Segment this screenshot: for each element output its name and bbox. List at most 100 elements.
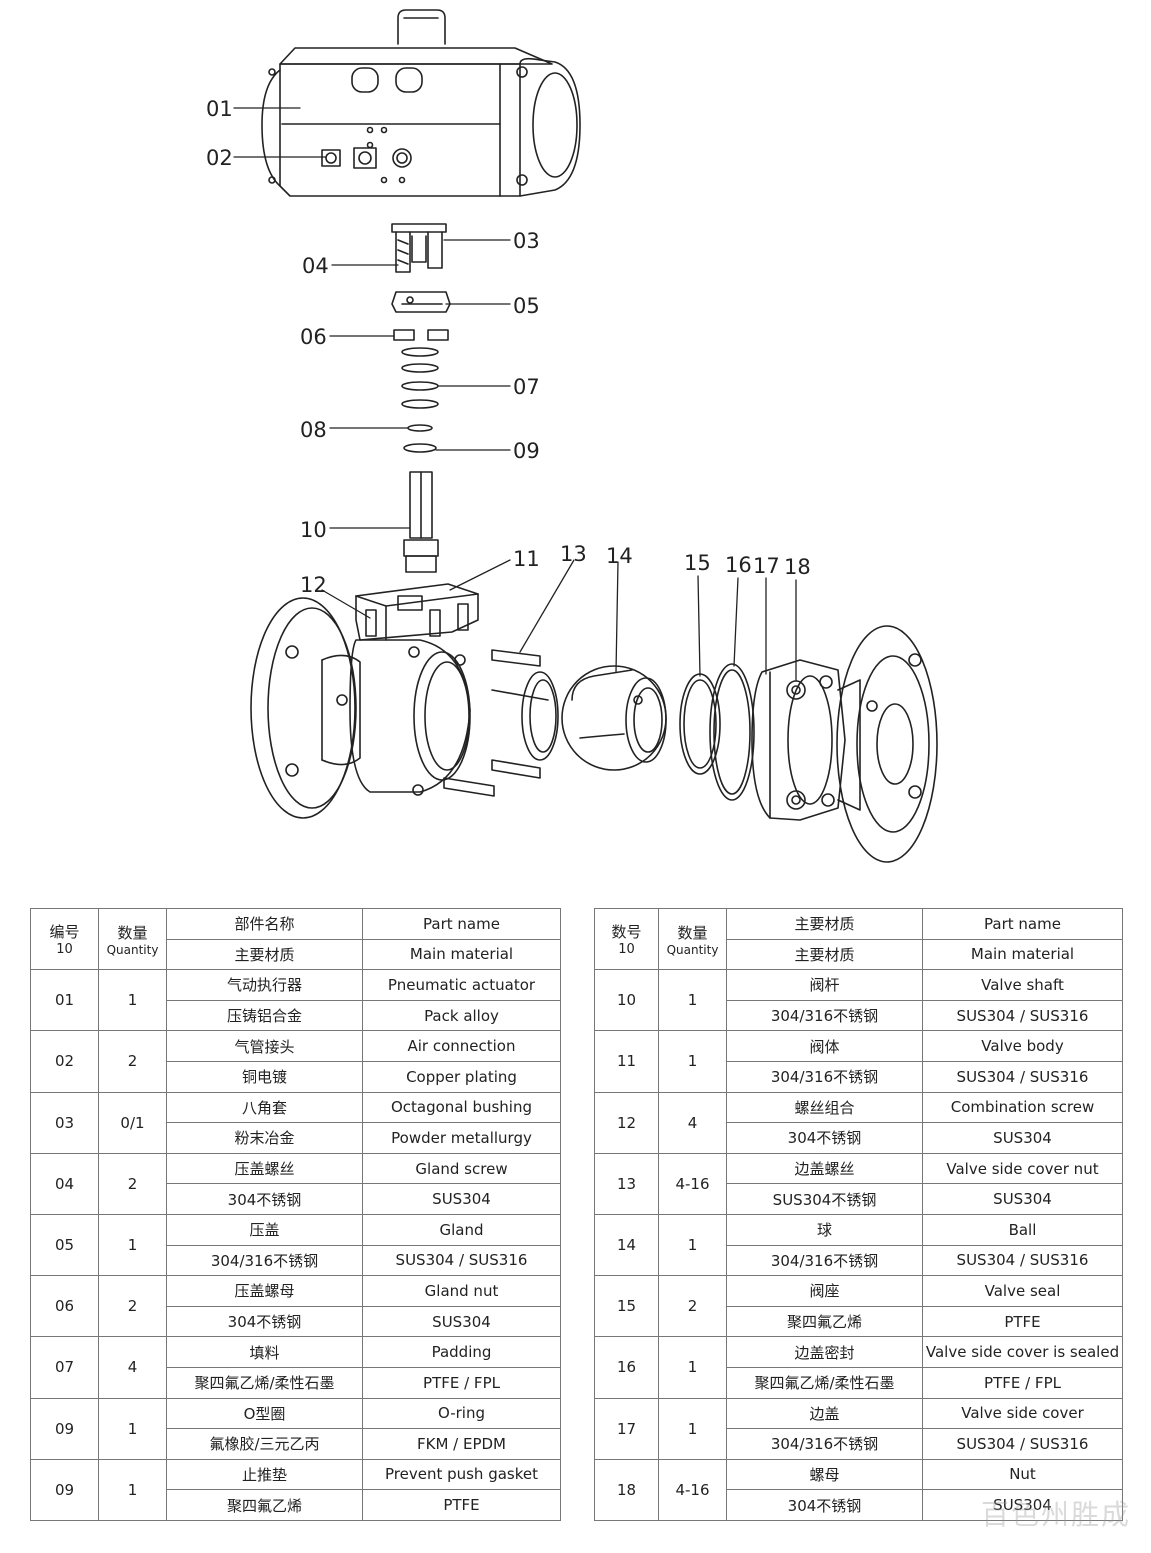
part-quantity: 0/1: [98, 1091, 167, 1154]
part-number: 09: [30, 1397, 99, 1460]
part-material-en: SUS304 / SUS316: [922, 1060, 1123, 1093]
octagonal-bushing: [391, 223, 447, 273]
part-material-en: FKM / EPDM: [362, 1428, 561, 1460]
part-number: 15: [594, 1275, 659, 1338]
header-part-name-en: Part name: [922, 908, 1123, 940]
part-name-cn: 边盖: [726, 1397, 923, 1430]
part-name-cn: 阀座: [726, 1275, 923, 1307]
part-material-en: PTFE: [922, 1305, 1123, 1338]
part-name-en: Air connection: [362, 1030, 561, 1062]
part-material-cn: 304不锈钢: [166, 1305, 363, 1338]
header-material-en: Main material: [922, 938, 1123, 971]
callout-05: 05: [513, 294, 540, 318]
part-name-en: Valve side cover nut: [922, 1152, 1123, 1185]
part-material-en: SUS304 / SUS316: [362, 1244, 561, 1277]
part-name-cn: 球: [726, 1213, 923, 1246]
part-number: 02: [30, 1030, 99, 1093]
right-flange: [836, 625, 938, 863]
part-name-cn: 气管接头: [166, 1030, 363, 1062]
part-name-en: Valve side cover: [922, 1397, 1123, 1430]
side-cover-studs: [443, 649, 549, 797]
header-part-name-cn: 主要材质: [726, 908, 923, 940]
part-number: 06: [30, 1275, 99, 1338]
callout-07: 07: [513, 375, 540, 399]
part-number: 17: [594, 1397, 659, 1460]
part-material-cn: 聚四氟乙烯: [166, 1489, 363, 1521]
callout-10: 10: [300, 518, 327, 542]
part-name-en: Combination screw: [922, 1091, 1123, 1124]
part-material-en: Copper plating: [362, 1060, 561, 1093]
part-name-en: Pneumatic actuator: [362, 969, 561, 1001]
part-quantity: 4: [98, 1336, 167, 1399]
part-name-en: Valve body: [922, 1030, 1123, 1062]
part-material-en: PTFE / FPL: [362, 1366, 561, 1399]
callout-03: 03: [513, 229, 540, 253]
header-part-name-cn: 部件名称: [166, 908, 363, 940]
valve-side-cover: [751, 659, 846, 821]
part-material-cn: 304/316不锈钢: [726, 999, 923, 1032]
part-material-en: SUS304 / SUS316: [922, 1244, 1123, 1277]
part-name-cn: 边盖密封: [726, 1336, 923, 1368]
part-quantity: 1: [658, 969, 727, 1032]
part-name-cn: 压盖螺丝: [166, 1152, 363, 1185]
callout-13: 13: [560, 542, 587, 566]
callout-12: 12: [300, 573, 327, 597]
part-material-cn: 304/316不锈钢: [726, 1060, 923, 1093]
part-material-en: SUS304: [362, 1305, 561, 1338]
header-material-cn: 主要材质: [166, 938, 363, 971]
part-quantity: 1: [98, 1397, 167, 1460]
callout-01: 01: [206, 97, 233, 121]
callout-16: 16: [725, 553, 752, 577]
part-quantity: 2: [98, 1152, 167, 1215]
part-name-en: Gland: [362, 1213, 561, 1246]
part-quantity: 2: [98, 1030, 167, 1093]
part-material-en: SUS304 / SUS316: [922, 999, 1123, 1032]
part-material-en: PTFE: [362, 1489, 561, 1521]
part-material-cn: 压铸铝合金: [166, 999, 363, 1032]
part-name-en: Padding: [362, 1336, 561, 1368]
part-name-cn: 填料: [166, 1336, 363, 1368]
part-material-cn: 聚四氟乙烯/柔性石墨: [166, 1366, 363, 1399]
header-number-cn: 数号: [611, 923, 642, 942]
part-name-en: Valve side cover is sealed: [922, 1336, 1123, 1368]
part-material-cn: 粉末冶金: [166, 1122, 363, 1154]
part-quantity: 1: [658, 1030, 727, 1093]
callout-08: 08: [300, 418, 327, 442]
header-number-en: 10: [618, 942, 635, 958]
part-material-en: SUS304 / SUS316: [922, 1428, 1123, 1460]
exploded-valve-diagram: 01 02 03 04 05 06 07 08 09 10 11 12 13 1…: [206, 9, 938, 863]
part-name-cn: 气动执行器: [166, 969, 363, 1001]
packing-rings: [401, 347, 439, 409]
part-quantity: 1: [98, 1458, 167, 1521]
callout-02: 02: [206, 146, 233, 170]
part-number: 10: [594, 969, 659, 1032]
header-part-name-en: Part name: [362, 908, 561, 940]
callout-labels: 01 02 03 04 05 06 07 08 09 10 11 12 13 1…: [206, 97, 811, 597]
part-material-cn: 304不锈钢: [726, 1122, 923, 1154]
part-material-cn: 304/316不锈钢: [726, 1244, 923, 1277]
part-name-cn: 螺母: [726, 1458, 923, 1491]
valve-body: [250, 583, 479, 819]
part-quantity: 2: [658, 1275, 727, 1338]
part-number: 13: [594, 1152, 659, 1215]
callout-18: 18: [784, 555, 811, 579]
gland: [391, 291, 451, 313]
callout-06: 06: [300, 325, 327, 349]
header-quantity-cn: 数量: [677, 923, 708, 942]
